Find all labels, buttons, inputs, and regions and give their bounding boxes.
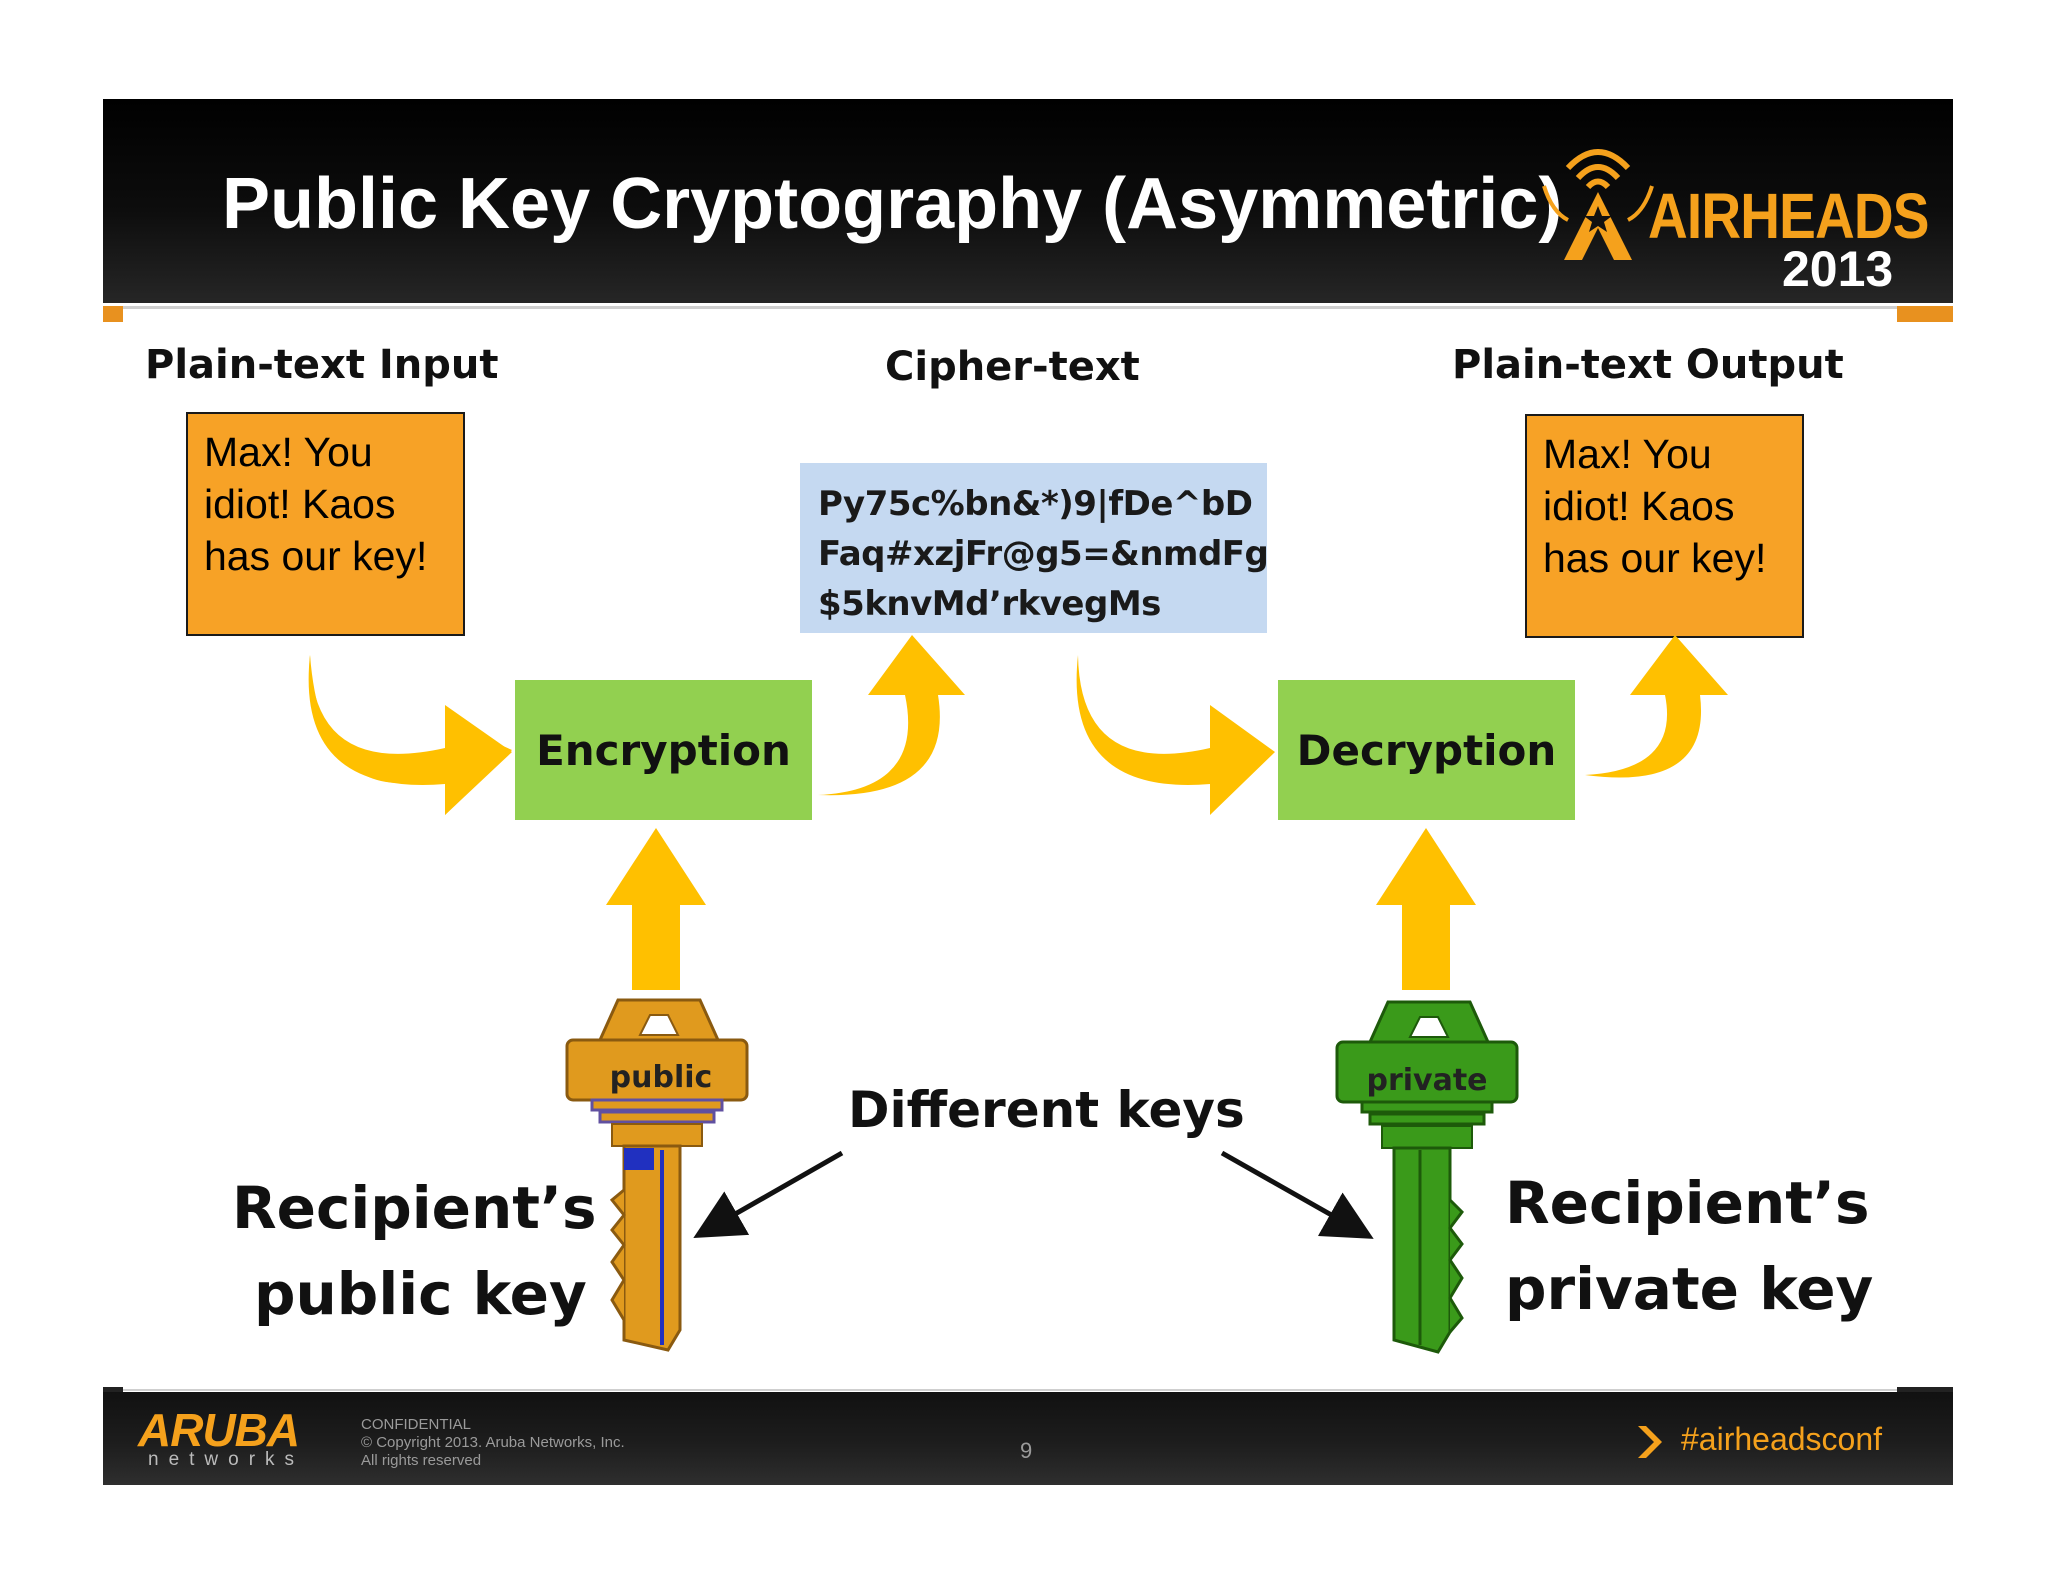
hashtag-text: #airheadsconf (1681, 1421, 1883, 1457)
public-key-tag: public (610, 1060, 713, 1095)
curved-arrow-decryption-to-output (1585, 635, 1728, 778)
slide-title: Public Key Cryptography (Asymmetric) (222, 164, 1563, 244)
airheads-year: 2013 (1782, 241, 1894, 297)
different-keys-label: Different keys (848, 1081, 1245, 1139)
plaintext-output-label: Plain-text Output (1452, 342, 1844, 388)
curved-arrow-encryption-to-cipher (818, 635, 965, 796)
arrow-private-key-to-decryption (1376, 828, 1476, 990)
airheads-antenna-icon (1542, 149, 1654, 260)
encryption-box: Encryption (515, 680, 812, 820)
copyright-text: © Copyright 2013. Aruba Networks, Inc. (361, 1434, 625, 1451)
plaintext-output-box: Max! You idiot! Kaos has our key! (1525, 414, 1804, 638)
decryption-box: Decryption (1278, 680, 1575, 820)
private-key-caption-line2: private key (1505, 1255, 1874, 1323)
ciphertext-label: Cipher-text (885, 344, 1140, 390)
cipher-line: Py75c%bn&*)9|fDe^bD (818, 484, 1253, 524)
private-key-tag: private (1366, 1063, 1487, 1098)
footer-top-line (103, 1387, 1953, 1392)
public-key-icon (565, 998, 749, 1352)
header-accent-line (103, 306, 1953, 322)
rights-text: All rights reserved (361, 1452, 482, 1469)
plaintext-input-box: Max! You idiot! Kaos has our key! (186, 412, 465, 636)
pointer-arrow-to-private-key (1220, 1150, 1374, 1239)
ciphertext-box: Py75c%bn&*)9|fDe^bD Faq#xzjFr@g5=&nmdFg … (800, 463, 1269, 633)
page-number: 9 (1020, 1438, 1033, 1463)
aruba-logo-text: ARUBA (138, 1404, 300, 1456)
aruba-logo-subtext: networks (148, 1449, 305, 1470)
cipher-line: $5knvMd’rkvegMs (818, 584, 1161, 624)
curved-arrow-cipher-to-decryption (1076, 655, 1275, 815)
public-key-caption-line2: public key (254, 1260, 587, 1328)
footer-band (103, 1392, 1953, 1485)
confidential-label: CONFIDENTIAL (361, 1416, 472, 1433)
curved-arrow-input-to-encryption (308, 655, 512, 815)
plaintext-input-label: Plain-text Input (145, 342, 499, 388)
cipher-line: Faq#xzjFr@g5=&nmdFg (818, 534, 1269, 574)
arrow-public-key-to-encryption (606, 828, 706, 990)
airheads-logo-text: AIRHEADS (1648, 180, 1929, 252)
pointer-arrow-to-public-key (693, 1150, 844, 1238)
private-key-caption-line1: Recipient’s (1505, 1169, 1870, 1237)
private-key-icon (1335, 1000, 1519, 1354)
chevron-right-icon (1638, 1426, 1662, 1458)
public-key-caption-line1: Recipient’s (232, 1174, 597, 1242)
